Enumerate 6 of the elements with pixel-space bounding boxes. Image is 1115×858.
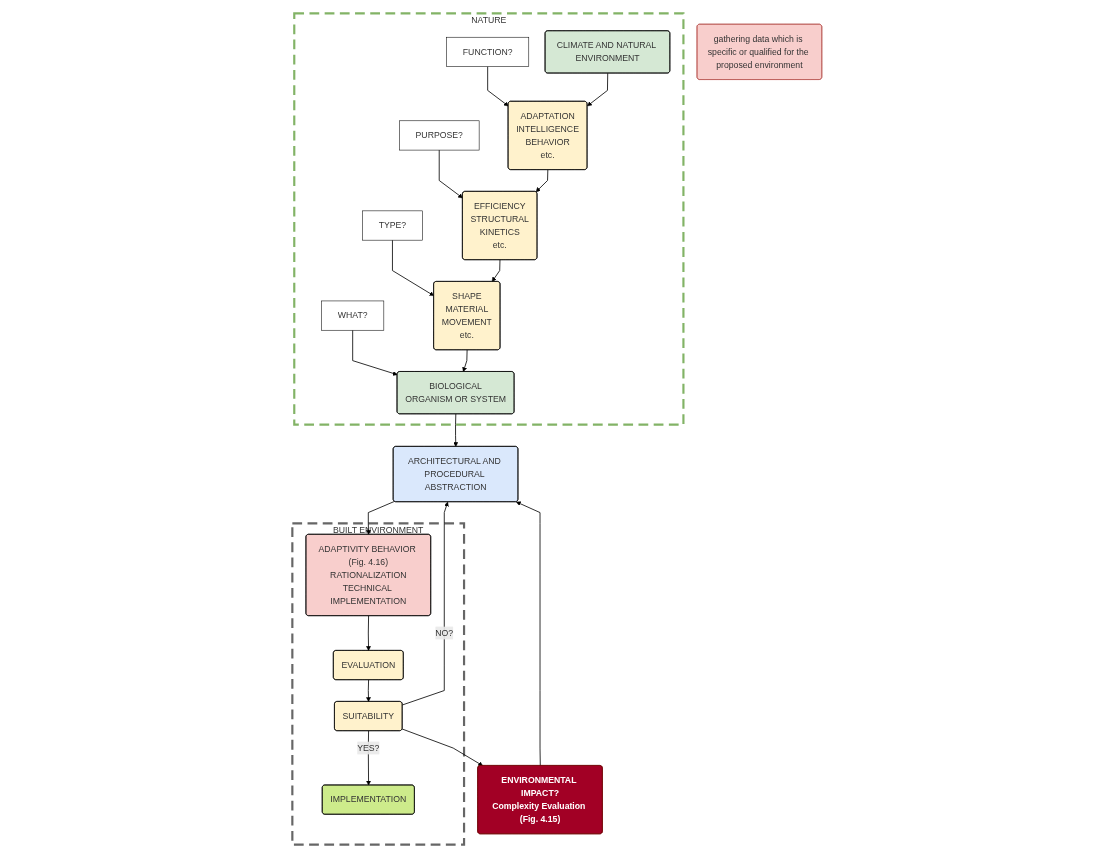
node-box: TYPE?: [362, 210, 424, 241]
node-box: FUNCTION?: [446, 36, 530, 67]
edge-label: NO?: [435, 628, 454, 638]
node-box: PURPOSE?: [399, 120, 480, 151]
edge-label: YES?: [357, 743, 380, 753]
node-box: WHAT?: [321, 300, 385, 331]
